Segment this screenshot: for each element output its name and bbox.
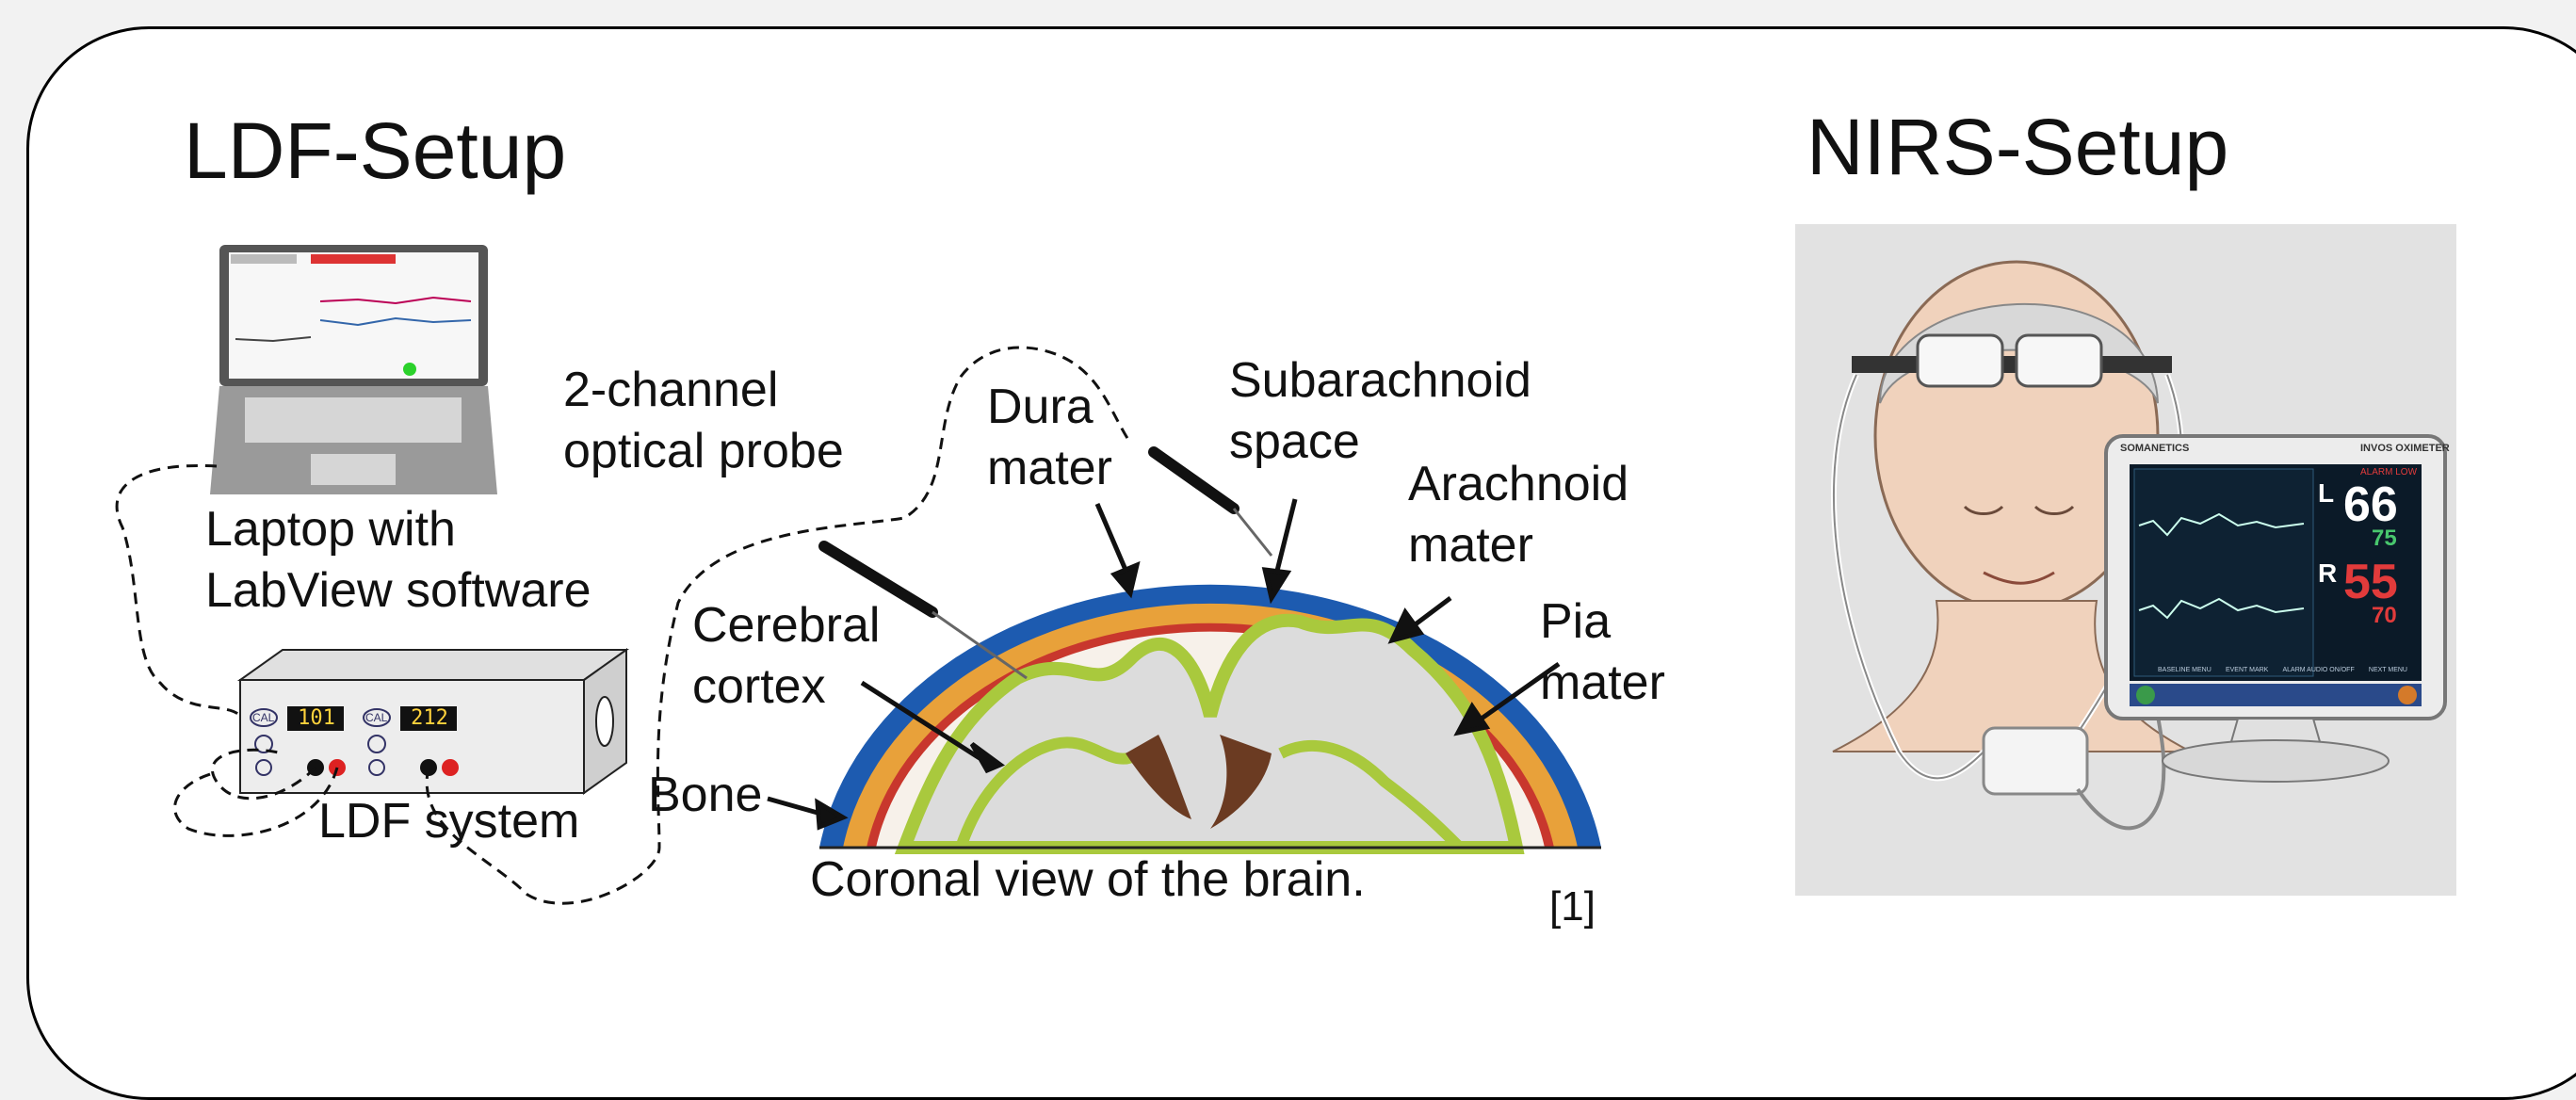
monitor-model: INVOS OXIMETER — [2360, 443, 2450, 454]
bone-label: Bone — [648, 765, 762, 826]
dura-label-line-2: mater — [987, 438, 1112, 499]
monitor-brand: SOMANETICS — [2120, 443, 2189, 454]
laptop-label: Laptop with LabView software — [205, 499, 591, 622]
pia-label-line-1: Pia — [1540, 591, 1665, 653]
brain-caption: Coronal view of the brain. — [810, 849, 1366, 911]
arachnoid-label: Arachnoid mater — [1408, 454, 1628, 576]
nirs-illustration: SOMANETICS INVOS OXIMETER ALARM LOW L 66… — [1795, 224, 2456, 896]
ldf-display-1: 101 — [290, 706, 343, 731]
cerebral-cortex-label: Cerebral cortex — [692, 595, 880, 718]
reference-marker: [1] — [1549, 881, 1596, 932]
menu-item-event: EVENT MARK — [2226, 667, 2268, 673]
left-rso2-value: 66 — [2343, 477, 2398, 533]
right-channel-letter: R — [2318, 558, 2337, 589]
ldf-display-2: 212 — [403, 706, 456, 731]
menu-item-alarm: ALARM AUDIO ON/OFF — [2283, 667, 2355, 673]
pia-mater-label: Pia mater — [1540, 591, 1665, 714]
left-channel-letter: L — [2318, 478, 2334, 509]
menu-item-baseline: BASELINE MENU — [2158, 667, 2211, 673]
subarachnoid-label-line-1: Subarachnoid — [1229, 350, 1531, 412]
dura-label-line-1: Dura — [987, 377, 1112, 438]
laptop-illustration — [210, 245, 497, 494]
ldf-system-label: LDF system — [318, 791, 579, 852]
arachnoid-label-line-1: Arachnoid — [1408, 454, 1628, 515]
arachnoid-label-line-2: mater — [1408, 515, 1628, 576]
probe-label-line-1: 2-channel — [563, 360, 844, 421]
right-baseline-value: 70 — [2372, 603, 2397, 629]
probe-label-line-2: optical probe — [563, 421, 844, 482]
monitor-menu: BASELINE MENU EVENT MARK ALARM AUDIO ON/… — [2158, 667, 2407, 673]
cortex-label-line-1: Cerebral — [692, 595, 880, 656]
laptop-label-line-1: Laptop with — [205, 499, 591, 560]
probe-label: 2-channel optical probe — [563, 360, 844, 482]
cortex-label-line-2: cortex — [692, 656, 880, 718]
right-rso2-value: 55 — [2343, 554, 2398, 610]
pia-label-line-2: mater — [1540, 653, 1665, 714]
cal-button-1: CAL — [252, 711, 274, 724]
cal-button-2: CAL — [365, 711, 387, 724]
laptop-label-line-2: LabView software — [205, 560, 591, 622]
dura-mater-label: Dura mater — [987, 377, 1112, 499]
left-baseline-value: 75 — [2372, 526, 2397, 552]
menu-item-next: NEXT MENU — [2369, 667, 2407, 673]
